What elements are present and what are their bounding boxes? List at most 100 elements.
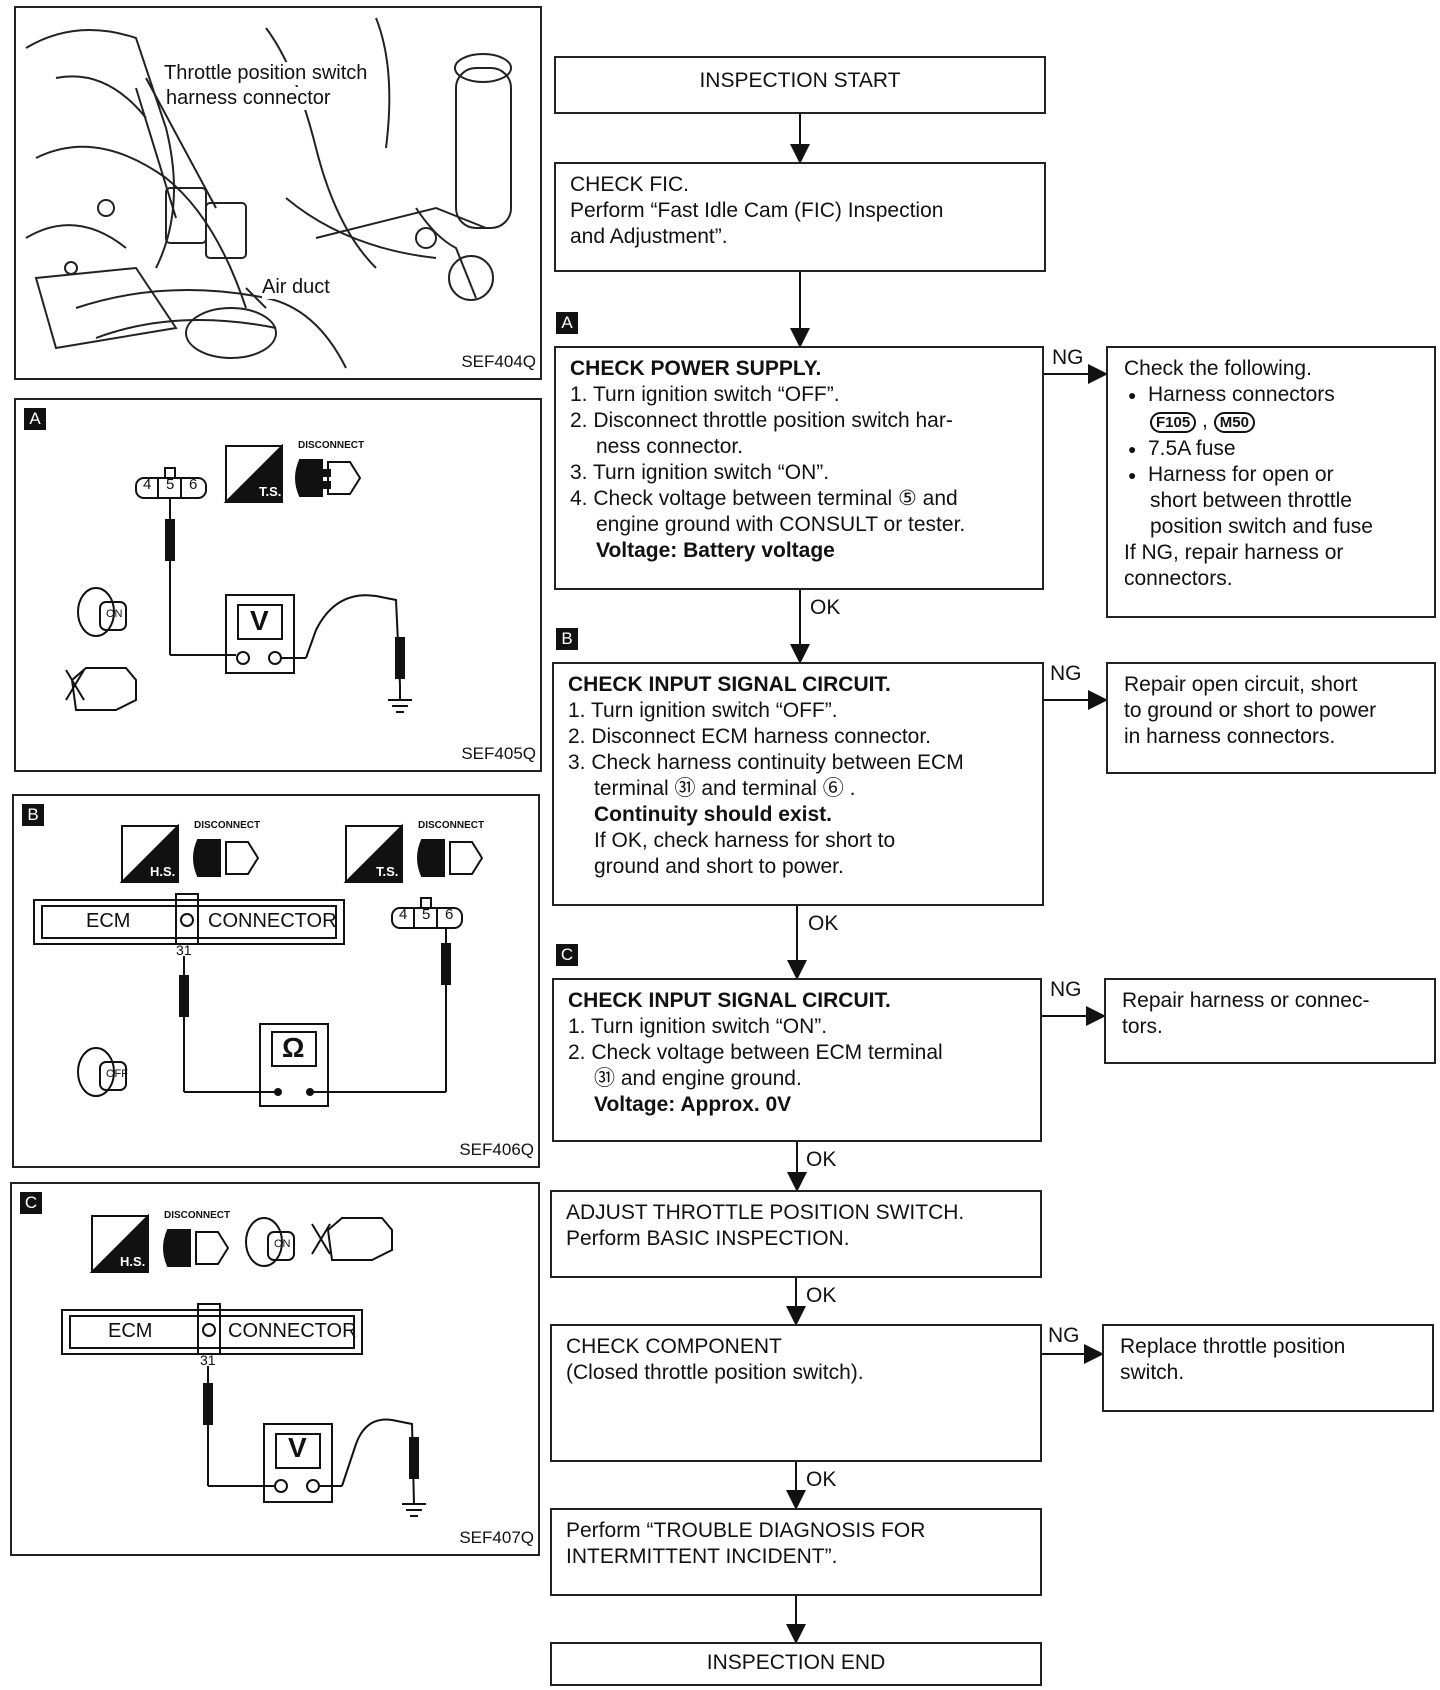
- input2-step-1: 1. Turn ignition switch “ON”.: [568, 1015, 828, 1038]
- tps-connector-label-line2: harness connector: [166, 87, 331, 110]
- power-step-2: 2. Disconnect throttle position switch h…: [570, 409, 953, 432]
- panel-c-voltmeter-symbol: V: [288, 1432, 307, 1463]
- repair2-line-1: Repair harness or connec-: [1122, 989, 1370, 1012]
- figure-ref-406: SEF406Q: [459, 1140, 534, 1159]
- repair1-line-2: to ground or short to power: [1124, 699, 1377, 722]
- flow-tag-a: A: [556, 312, 578, 334]
- panel-b-connector-label: CONNECTOR: [208, 910, 337, 932]
- check-following-bullet-3: Harness for open or: [1124, 462, 1418, 488]
- check-following-tail-2: connectors.: [1124, 567, 1233, 590]
- check-fic-line-2: and Adjustment”.: [570, 225, 728, 248]
- check-following-box: Check the following. Harness connectors …: [1106, 346, 1436, 618]
- power-step-4-cont: engine ground with CONSULT or tester.: [596, 513, 966, 536]
- panel-b-ts-label: T.S.: [376, 864, 399, 879]
- check-input-signal-box-2: CHECK INPUT SIGNAL CIRCUIT. 1. Turn igni…: [552, 978, 1042, 1142]
- panel-b-key-off: OFF: [106, 1068, 128, 1080]
- ng-label-3: NG: [1050, 978, 1082, 1001]
- power-result: Voltage: Battery voltage: [596, 539, 835, 562]
- connector-m50-badge: M50: [1213, 412, 1255, 433]
- panel-b-pin-6: 6: [445, 906, 454, 923]
- check-fic-line-1: Perform “Fast Idle Cam (FIC) Inspection: [570, 199, 944, 222]
- tps-connector-label-line1: Throttle position switch: [164, 62, 368, 85]
- trouble-diagnosis-box: Perform “TROUBLE DIAGNOSIS FOR INTERMITT…: [550, 1508, 1042, 1596]
- flow-tag-b: B: [556, 628, 578, 650]
- repair2-line-2: tors.: [1122, 1015, 1163, 1038]
- check-following-title: Check the following.: [1124, 357, 1312, 380]
- power-step-2-cont: ness connector.: [596, 435, 744, 458]
- replace-line-1: Replace throttle position: [1120, 1335, 1346, 1358]
- panel-b-ohmmeter-symbol: Ω: [282, 1032, 305, 1063]
- input2-step-2-cont: ㉛ and engine ground.: [594, 1067, 802, 1090]
- input1-step-3: 3. Check harness continuity between ECM: [568, 751, 964, 774]
- panel-a-disconnect-label: DISCONNECT: [298, 440, 365, 451]
- check-input-signal-box-1: CHECK INPUT SIGNAL CIRCUIT. 1. Turn igni…: [552, 662, 1044, 906]
- check-following-tail-1: If NG, repair harness or: [1124, 541, 1344, 564]
- input1-step-1: 1. Turn ignition switch “OFF”.: [568, 699, 838, 722]
- figure-ref-404: SEF404Q: [461, 352, 536, 371]
- diagram-panel-b: B: [12, 794, 540, 1168]
- panel-tag-c: C: [20, 1192, 42, 1214]
- panel-b-pin-4: 4: [399, 906, 408, 923]
- check-fic-title: CHECK FIC.: [570, 173, 690, 196]
- panel-a-voltmeter-symbol: V: [250, 605, 269, 636]
- panel-b-disconnect-label-2: DISCONNECT: [418, 820, 485, 831]
- inspection-start-box: INSPECTION START: [554, 56, 1046, 114]
- input2-result: Voltage: Approx. 0V: [594, 1093, 792, 1116]
- panel-a-ts-label: T.S.: [259, 484, 282, 499]
- input1-result: Continuity should exist.: [594, 803, 833, 826]
- panel-c-connector-label: CONNECTOR: [228, 1320, 357, 1342]
- ng-label-2: NG: [1050, 662, 1082, 685]
- panel-a-pin-6: 6: [189, 476, 198, 493]
- panel-c-hs-label: H.S.: [120, 1254, 146, 1269]
- panel-c-disconnect-label: DISCONNECT: [164, 1210, 231, 1221]
- input1-title: CHECK INPUT SIGNAL CIRCUIT.: [568, 673, 891, 696]
- connector-comma: ,: [1202, 409, 1208, 432]
- replace-line-2: switch.: [1120, 1361, 1185, 1384]
- input1-note-2: ground and short to power.: [594, 855, 844, 878]
- panel-b-ecm-label: ECM: [86, 910, 131, 932]
- panel-b-hs-label: H.S.: [150, 864, 176, 879]
- check-power-title: CHECK POWER SUPPLY.: [570, 357, 822, 380]
- inspection-end-box: INSPECTION END: [550, 1642, 1042, 1686]
- check-component-box: CHECK COMPONENT (Closed throttle positio…: [550, 1324, 1042, 1462]
- adjust-line-2: Perform BASIC INSPECTION.: [566, 1227, 850, 1250]
- input1-step-3-cont: terminal ㉛ and terminal ⑥ .: [594, 777, 856, 800]
- check-following-bullet-2: 7.5A fuse: [1124, 436, 1418, 462]
- panel-c-pin-31: 31: [200, 1352, 216, 1368]
- ok-label-3: OK: [806, 1148, 837, 1171]
- panel-b-pin-5: 5: [422, 906, 431, 923]
- input2-step-2: 2. Check voltage between ECM terminal: [568, 1041, 943, 1064]
- power-step-1: 1. Turn ignition switch “OFF”.: [570, 383, 840, 406]
- trouble-line-1: Perform “TROUBLE DIAGNOSIS FOR: [566, 1519, 926, 1542]
- diagram-panel-c: C DISCONNECT H.S. ON E: [10, 1182, 540, 1556]
- check-power-supply-box: CHECK POWER SUPPLY. 1. Turn ignition swi…: [554, 346, 1044, 590]
- component-line-2: (Closed throttle position switch).: [566, 1361, 864, 1384]
- check-following-connectors: F105 , M50: [1124, 408, 1418, 436]
- check-following-bullet-3-cont-1: short between throttle: [1150, 489, 1352, 512]
- panel-tag-a: A: [24, 408, 46, 430]
- flow-tag-c: C: [556, 944, 578, 966]
- input1-step-2: 2. Disconnect ECM harness connector.: [568, 725, 932, 748]
- power-step-3: 3. Turn ignition switch “ON”.: [570, 461, 830, 484]
- panel-c-key-on: ON: [274, 1238, 291, 1250]
- ng-label-4: NG: [1048, 1324, 1080, 1347]
- panel-tag-b: B: [22, 804, 44, 826]
- ok-label-5: OK: [806, 1468, 837, 1491]
- diagram-panel-a: A: [14, 398, 542, 772]
- figure-ref-405: SEF405Q: [461, 744, 536, 763]
- ng-label-1: NG: [1052, 346, 1084, 369]
- panel-c-circuit: [61, 1213, 426, 1517]
- connector-f105-badge: F105: [1150, 412, 1197, 433]
- repair1-line-3: in harness connectors.: [1124, 725, 1336, 748]
- panel-a-pin-5: 5: [166, 476, 175, 493]
- repair-circuit-box: Repair open circuit, short to ground or …: [1106, 662, 1436, 774]
- input1-note-1: If OK, check harness for short to: [594, 829, 896, 852]
- adjust-tps-box: ADJUST THROTTLE POSITION SWITCH. Perform…: [550, 1190, 1042, 1278]
- ok-label-2: OK: [808, 912, 839, 935]
- ok-label-1: OK: [810, 596, 841, 619]
- trouble-line-2: INTERMITTENT INCIDENT”.: [566, 1545, 838, 1568]
- figure-ref-407: SEF407Q: [459, 1528, 534, 1547]
- panel-a-circuit: [65, 443, 412, 713]
- check-following-bullet-3-cont-2: position switch and fuse: [1150, 515, 1373, 538]
- engine-photo-panel: Throttle position switch harness connect…: [14, 6, 542, 380]
